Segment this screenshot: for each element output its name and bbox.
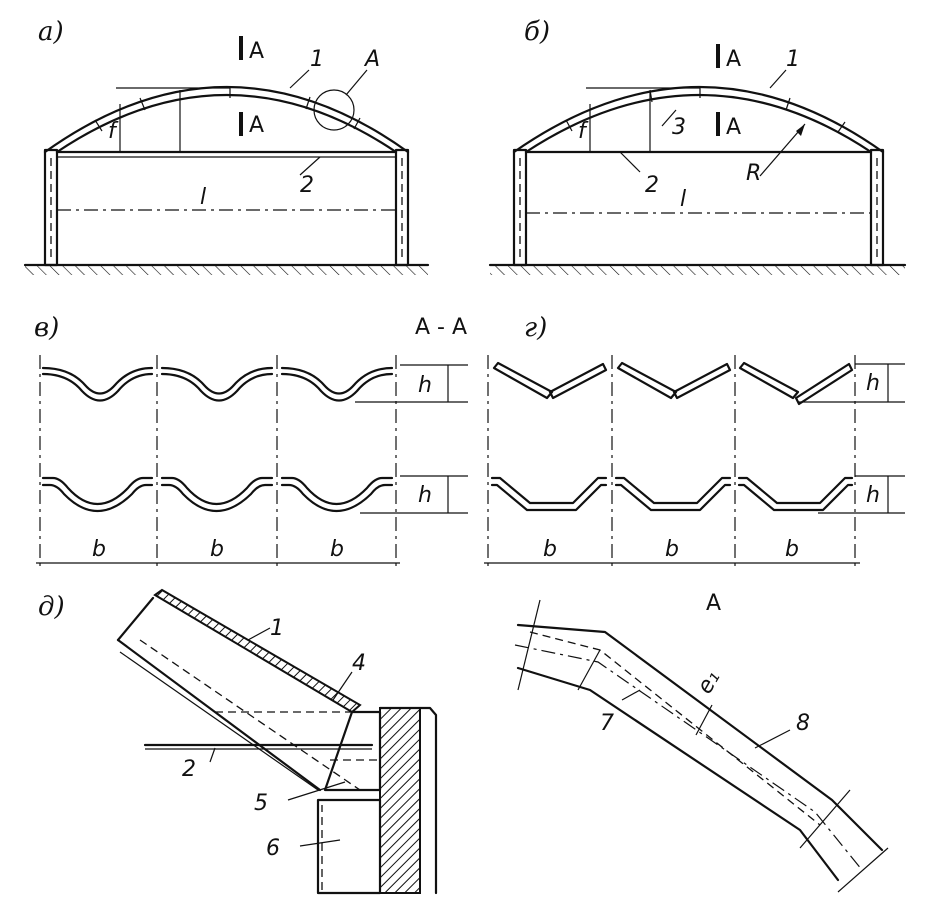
section-title: А - А [415,315,467,340]
radius-line [759,123,806,177]
arch-inner [55,93,398,154]
section-mark: А [249,113,264,138]
svg-text:e₁: e₁ [693,666,726,698]
rise-label: f [108,119,119,144]
panel-d: д) 1 4 2 5 6 [38,588,438,895]
panel-a: а) f l А А А [23,17,430,275]
column [316,798,382,895]
svg-text:h: h [418,373,432,398]
svg-text:f: f [578,119,589,144]
detail-callout [313,89,355,131]
svg-text:2: 2 [300,173,314,198]
section-mark: А [249,39,264,64]
svg-text:А: А [726,47,741,72]
folded-row-bottom [490,476,854,512]
svg-text:l: l [680,187,686,212]
svg-text:b: b [543,537,557,562]
svg-text:2: 2 [645,173,659,198]
svg-text:3: 3 [672,115,686,140]
svg-text:b: b [665,537,679,562]
support-block [323,710,382,792]
svg-text:R: R [746,161,761,186]
svg-text:2: 2 [182,757,196,782]
panel-a-label: а) [38,17,64,47]
roof-slab [153,588,362,714]
svg-text:в): в) [34,313,59,343]
svg-text:6: 6 [266,836,280,861]
svg-text:5: 5 [254,791,268,816]
folded-row-top [492,361,854,406]
svg-text:1: 1 [786,47,800,72]
svg-text:А: А [726,115,741,140]
svg-text:4: 4 [352,651,366,676]
left-wall [43,148,59,267]
arch-outer [43,86,410,154]
svg-text:b: b [330,537,344,562]
panel-b: б) f l А А 1 3 2 R [488,17,907,275]
ground-hatch [25,265,428,275]
detail-title: А [706,591,721,616]
detail-a: А e₁ 7 8 [514,591,889,893]
svg-text:h: h [866,371,880,396]
svg-text:д): д) [38,592,65,622]
svg-text:h: h [866,483,880,508]
svg-text:7: 7 [600,711,614,736]
svg-text:г): г) [524,313,547,343]
svg-text:8: 8 [796,711,810,736]
panel-g: г) h h b b b [484,313,905,570]
svg-text:b: b [92,537,106,562]
svg-text:b: b [210,537,224,562]
svg-text:А: А [363,47,380,72]
svg-text:b: b [785,537,799,562]
right-wall [394,148,410,267]
svg-text:1: 1 [270,616,284,641]
svg-text:h: h [418,483,432,508]
wall-column [379,707,421,894]
svg-text:1: 1 [310,47,324,72]
panel-b-label: б) [524,17,550,47]
span-label: l [200,185,206,210]
panel-v: в) А - А h h b [34,313,468,570]
wave-row-bottom [41,476,394,513]
wave-row-top [41,366,394,402]
